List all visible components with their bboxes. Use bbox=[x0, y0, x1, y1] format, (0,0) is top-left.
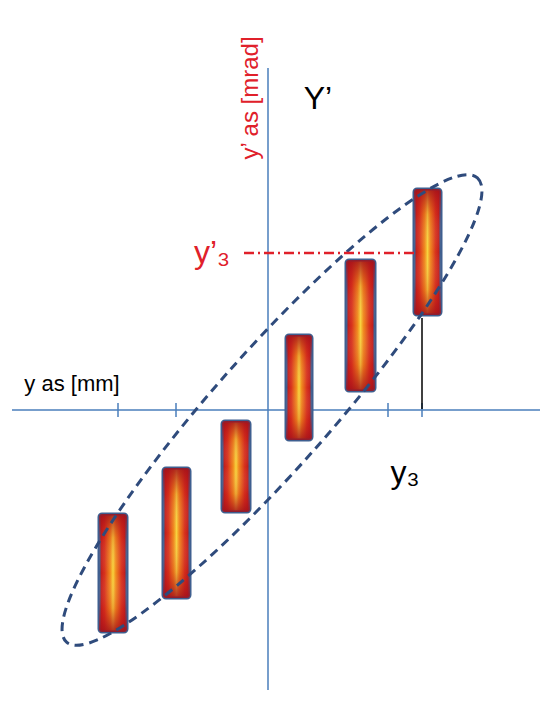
beamlet bbox=[222, 421, 250, 512]
tick bbox=[175, 403, 177, 417]
beamlet bbox=[414, 189, 441, 315]
value-label: y₃ bbox=[390, 456, 419, 488]
axis-name: Y’ bbox=[304, 82, 332, 114]
axis-title: y’ as [mrad] bbox=[238, 36, 262, 159]
beamlet bbox=[286, 335, 312, 440]
beamlet bbox=[346, 260, 375, 391]
y-prime-axis bbox=[267, 68, 269, 690]
value-label: y’₃ bbox=[194, 236, 230, 268]
axis-title: y as [mm] bbox=[24, 373, 119, 395]
beamlets bbox=[99, 189, 441, 632]
tick bbox=[387, 403, 389, 417]
beamlet bbox=[163, 468, 190, 598]
position-marker bbox=[421, 318, 423, 409]
axes bbox=[12, 68, 540, 690]
tick bbox=[117, 403, 119, 417]
emittance-ellipse bbox=[23, 139, 521, 680]
y-axis bbox=[12, 409, 540, 411]
beamlet bbox=[99, 514, 127, 632]
dash-dot-marker bbox=[244, 252, 418, 255]
